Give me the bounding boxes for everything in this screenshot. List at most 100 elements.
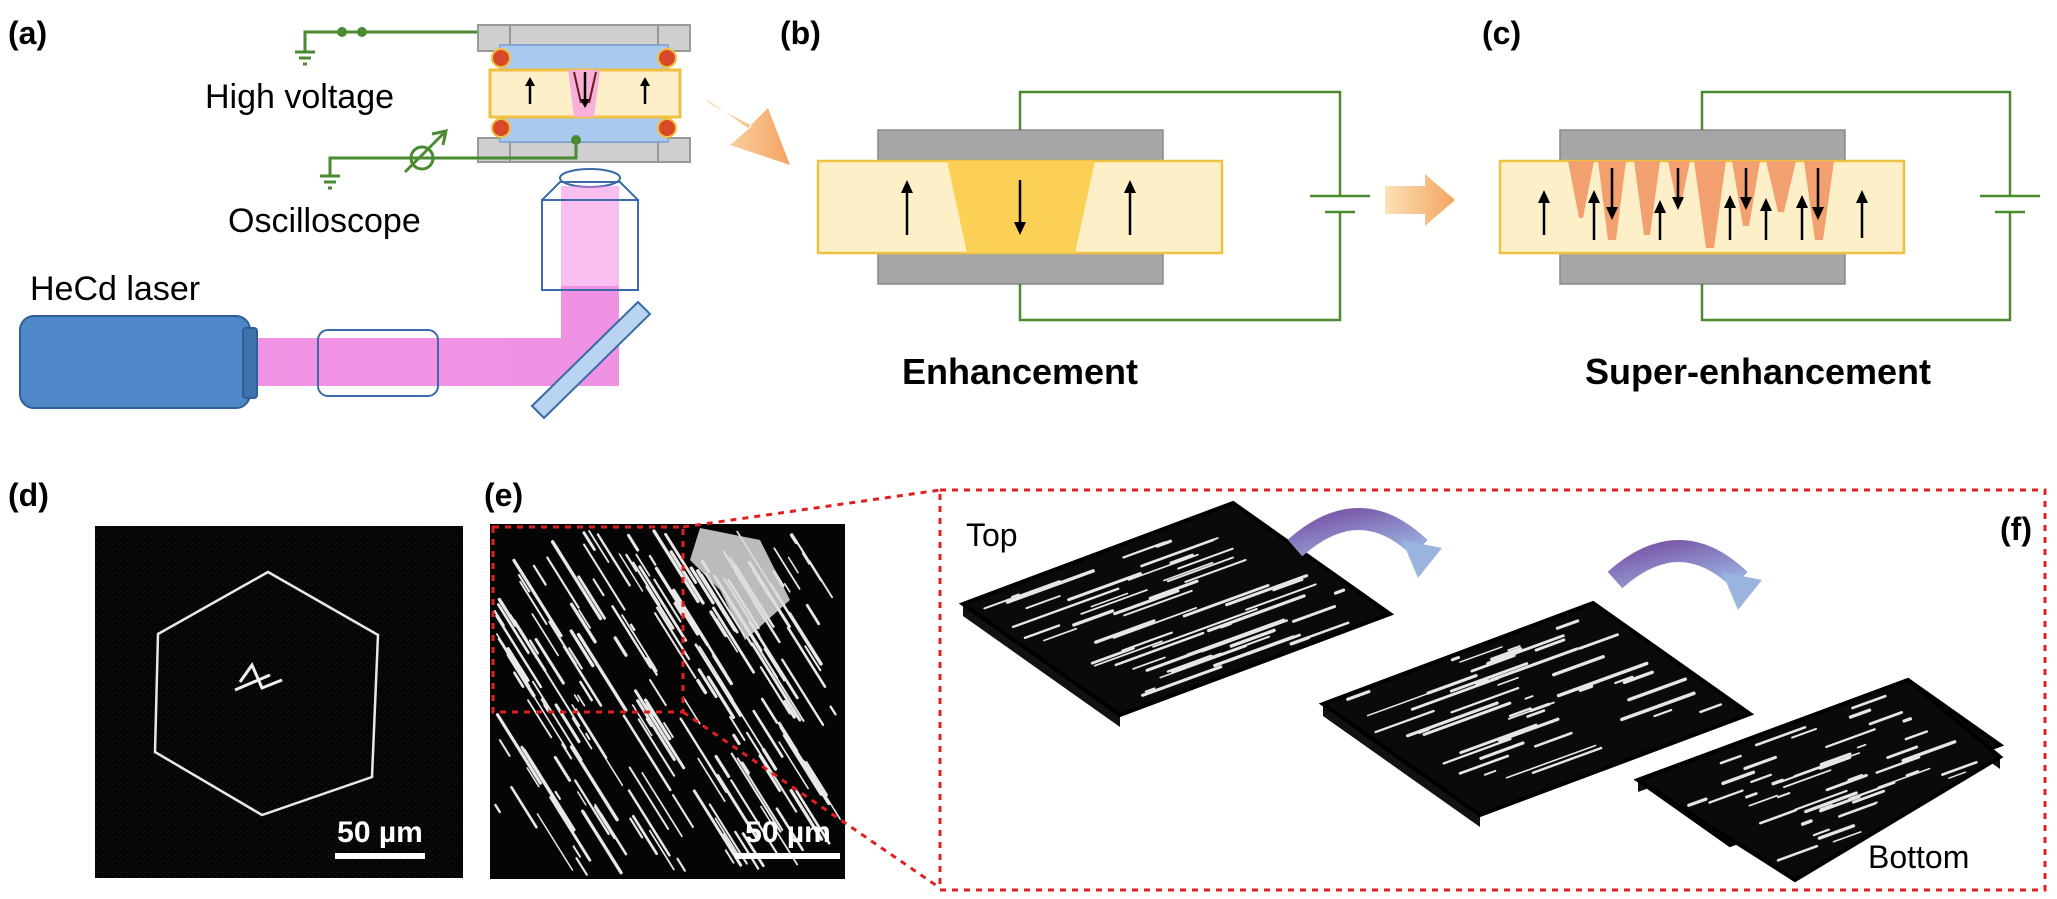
texture-streak [1169, 553, 1194, 565]
texture-streak [654, 612, 697, 679]
curved-arrow-2 [1607, 540, 1748, 589]
texture-streak [679, 717, 728, 793]
texture-streak [729, 716, 746, 741]
texture-streak [740, 761, 750, 775]
curved-arrow-head-1 [1402, 540, 1442, 578]
texture-streak [1148, 579, 1199, 600]
texture-streak [732, 733, 741, 746]
texture-streak [1094, 619, 1156, 644]
texture-streak [1721, 770, 1756, 786]
texture-streak [585, 732, 591, 741]
hexagon-domain-wall [153, 570, 380, 817]
texture-streak [676, 857, 687, 872]
texture-streak [696, 678, 708, 695]
panel-c-label: (c) [1482, 15, 1521, 51]
texture-streak [645, 585, 675, 630]
texture-streak [697, 668, 718, 699]
texture-streak [576, 632, 628, 712]
texture-streak [1005, 569, 1095, 604]
texture-streak [1489, 647, 1579, 682]
texture-streak [1847, 774, 1864, 782]
texture-streak [1783, 769, 1832, 788]
panel-d: (d) 50 µm [8, 477, 463, 878]
slice-top [958, 500, 1395, 727]
texture-streak [712, 653, 733, 686]
circuit-b [1018, 90, 1370, 322]
texture-streak [1289, 636, 1311, 646]
texture-streak [596, 533, 631, 587]
texture-streak [637, 718, 676, 777]
texture-streak [1819, 752, 1852, 766]
texture-streak [569, 745, 619, 822]
panel-c: (c) [1482, 15, 2040, 392]
texture-streak [672, 588, 710, 647]
texture-streak [789, 788, 824, 841]
arrow-b-to-c [1385, 174, 1455, 226]
super-enhancement-caption: Super-enhancement [1585, 351, 1931, 392]
top-electrode [1559, 129, 1846, 162]
texture-streak [682, 696, 701, 725]
texture-streak [1819, 795, 1861, 813]
top-label: Top [966, 517, 1018, 553]
texture-streak [548, 620, 578, 666]
texture-streak [1699, 703, 1723, 714]
texture-streak [1184, 559, 1247, 583]
texture-streak [714, 817, 741, 859]
texture-streak [1839, 801, 1878, 817]
texture-streak [1449, 662, 1529, 693]
texture-streak [592, 578, 605, 597]
texture-streak [1614, 675, 1634, 685]
texture-streak [1868, 711, 1903, 726]
texture-streak [778, 741, 809, 790]
texture-streak [1904, 730, 1929, 741]
texture-streak [787, 611, 823, 666]
wire-node [337, 27, 347, 37]
texture-streak [1374, 709, 1435, 734]
top-electrode [877, 129, 1164, 162]
texture-streak [576, 791, 587, 806]
slice-bottom [1633, 677, 2005, 883]
texture-streak [789, 533, 798, 545]
texture-streak [1793, 758, 1841, 778]
texture-streak [1497, 717, 1560, 743]
texture-streak [1875, 756, 1921, 774]
texture-streak [498, 739, 511, 757]
texture-streak [575, 857, 588, 876]
texture-streak [571, 717, 593, 750]
texture-streak [1043, 627, 1078, 642]
texture-streak [1182, 584, 1270, 618]
texture-streak [1114, 631, 1205, 667]
texture-streak [1141, 665, 1223, 697]
texture-streak [783, 700, 796, 719]
texture-streak [631, 704, 653, 737]
texture-streak [741, 832, 765, 868]
texture-streak [1627, 677, 1688, 702]
texture-streak [1578, 633, 1619, 650]
texture-streak [531, 613, 559, 657]
texture-streak [1486, 634, 1565, 665]
texture-streak [648, 554, 657, 566]
texture-streak [554, 790, 562, 800]
texture-streak [1794, 789, 1848, 811]
texture-streak [638, 565, 688, 642]
texture-streak [761, 747, 778, 771]
hecd-laser [19, 315, 258, 409]
texture-streak [573, 694, 580, 702]
texture-streak [582, 531, 596, 551]
texture-streak [783, 583, 791, 593]
texture-streak [581, 809, 623, 875]
objective-body [541, 199, 639, 291]
texture-streak [1886, 745, 1919, 759]
panel-f: (f) Top Bottom [938, 488, 2047, 892]
texture-streak [712, 606, 755, 674]
texture-streak [829, 705, 837, 716]
texture-streak [569, 629, 595, 668]
texture-streak [1090, 646, 1135, 665]
enhancement-caption: Enhancement [902, 351, 1138, 392]
panel-a: (a) High voltage [8, 15, 790, 420]
texture-streak [804, 645, 822, 672]
texture-streak [636, 699, 676, 761]
texture-streak [1877, 767, 1931, 789]
texture-streak [628, 766, 670, 830]
texture-streak [568, 647, 583, 670]
